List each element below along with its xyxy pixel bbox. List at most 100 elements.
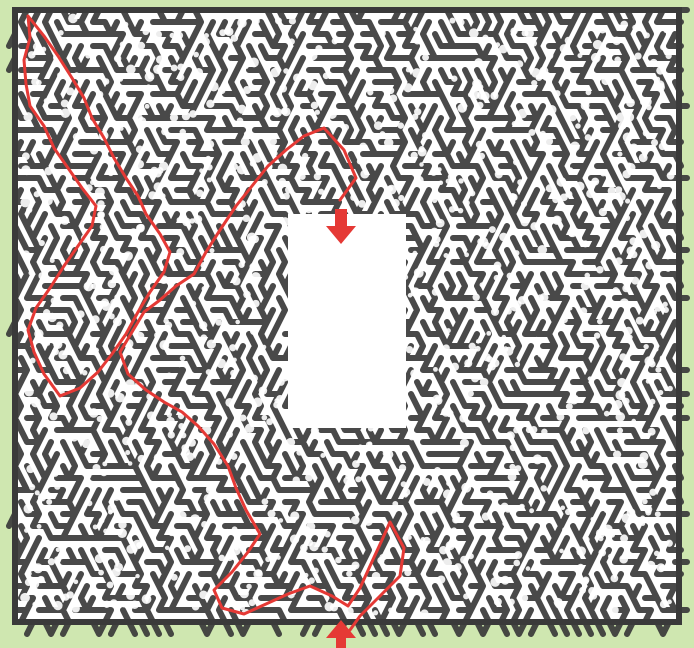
maze-corridor-gap <box>154 332 160 338</box>
maze-corridor-gap <box>28 51 36 59</box>
maze-corridor-gap <box>107 581 114 588</box>
maze-corridor-gap <box>490 92 498 100</box>
maze-corridor-gap <box>204 494 212 502</box>
maze-corridor-gap <box>491 308 499 316</box>
maze-corridor-gap <box>117 76 123 82</box>
maze-corridor-gap <box>544 137 553 146</box>
maze-corridor-gap <box>276 555 281 560</box>
maze-corridor-gap <box>120 380 126 386</box>
maze-corridor-gap <box>293 476 300 483</box>
maze-corridor-gap <box>122 437 131 446</box>
maze-corridor-gap <box>153 65 162 74</box>
maze-corridor-gap <box>438 180 443 185</box>
maze-corridor-gap <box>584 273 590 279</box>
maze-corridor-gap <box>166 372 172 378</box>
maze-corridor-gap <box>495 170 503 178</box>
maze-corridor-gap <box>546 52 554 60</box>
maze-corridor-gap <box>97 200 104 207</box>
maze-corridor-gap <box>383 450 390 457</box>
maze-corridor-gap <box>230 163 238 171</box>
maze-corridor-gap <box>58 30 63 35</box>
maze-corridor-gap <box>137 42 145 50</box>
maze-corridor-gap <box>268 136 277 145</box>
maze-corridor-gap <box>154 453 163 462</box>
maze-corridor-gap <box>239 414 246 421</box>
maze-corridor-gap <box>29 484 35 490</box>
maze-corridor-gap <box>238 262 244 268</box>
maze-corridor-gap <box>281 108 288 115</box>
maze-corridor-gap <box>458 19 464 25</box>
maze-corridor-gap <box>642 499 648 505</box>
maze-corridor-gap <box>531 40 537 46</box>
maze-corridor-gap <box>118 520 126 528</box>
maze-corridor-gap <box>654 551 660 557</box>
maze-corridor-gap <box>343 477 351 485</box>
maze-corridor-gap <box>446 178 452 184</box>
maze-corridor-gap <box>537 294 544 301</box>
maze-corridor-gap <box>639 153 648 162</box>
maze-corridor-gap <box>429 505 437 513</box>
maze-corridor-gap <box>20 198 30 208</box>
maze-corridor-gap <box>398 195 404 201</box>
maze-corridor-gap <box>665 53 671 59</box>
maze-corridor-gap <box>562 527 568 533</box>
maze-corridor-gap <box>464 252 469 257</box>
maze-corridor-gap <box>280 373 289 382</box>
maze-corridor-gap <box>189 110 197 118</box>
maze-corridor-gap <box>569 113 577 121</box>
maze-corridor-gap <box>433 367 438 372</box>
maze-corridor-gap <box>510 444 517 451</box>
maze-corridor-gap <box>561 316 568 323</box>
maze-corridor-gap <box>648 428 656 436</box>
maze-corridor-gap <box>546 184 554 192</box>
maze-corridor-gap <box>389 95 397 103</box>
maze-corridor-gap <box>392 501 398 507</box>
maze-corridor-gap <box>136 542 142 548</box>
maze-corridor-gap <box>433 241 439 247</box>
maze-corridor-gap <box>199 321 207 329</box>
maze-corridor-gap <box>604 411 610 417</box>
maze-corridor-gap <box>190 514 200 524</box>
maze-corridor-gap <box>608 554 613 559</box>
maze-corridor-gap <box>206 100 214 108</box>
maze-corridor-gap <box>423 478 431 486</box>
maze-corridor-gap <box>68 14 78 24</box>
maze-corridor-gap <box>300 544 308 552</box>
maze-corridor-gap <box>230 370 237 377</box>
maze-corridor-gap <box>559 549 564 554</box>
maze-corridor-gap <box>332 38 338 44</box>
maze-corridor-gap <box>290 511 299 520</box>
maze-corridor-gap <box>129 228 137 236</box>
maze-corridor-gap <box>182 112 190 120</box>
maze-corridor-gap <box>459 414 468 423</box>
maze-corridor-gap <box>541 429 547 435</box>
maze-corridor-gap <box>274 398 279 403</box>
maze-corridor-gap <box>44 167 52 175</box>
maze-corridor-gap <box>537 398 543 404</box>
maze-corridor-gap <box>99 518 105 524</box>
maze-corridor-gap <box>596 529 605 538</box>
maze-corridor-gap <box>177 63 184 70</box>
maze-corridor-gap <box>266 418 273 425</box>
maze-corridor-gap <box>351 516 360 525</box>
maze-corridor-gap <box>608 187 616 195</box>
maze-corridor-gap <box>26 571 32 577</box>
maze-corridor-gap <box>655 511 661 517</box>
maze-corridor-gap <box>520 594 528 602</box>
maze-corridor-gap <box>430 169 437 176</box>
maze-corridor-gap <box>272 108 282 118</box>
maze-corridor-gap <box>201 521 208 528</box>
maze-corridor-gap <box>90 180 95 185</box>
maze-corridor-gap <box>85 184 92 191</box>
maze-corridor-gap <box>229 344 236 351</box>
maze-corridor-gap <box>597 319 603 325</box>
maze-corridor-gap <box>663 302 668 307</box>
maze-corridor-gap <box>458 208 464 214</box>
maze-corridor-gap <box>577 53 582 58</box>
maze-corridor-gap <box>586 181 592 187</box>
maze-corridor-gap <box>215 319 222 326</box>
maze-corridor-gap <box>513 159 520 166</box>
maze-corridor-gap <box>237 165 247 175</box>
maze-corridor-gap <box>578 564 584 570</box>
